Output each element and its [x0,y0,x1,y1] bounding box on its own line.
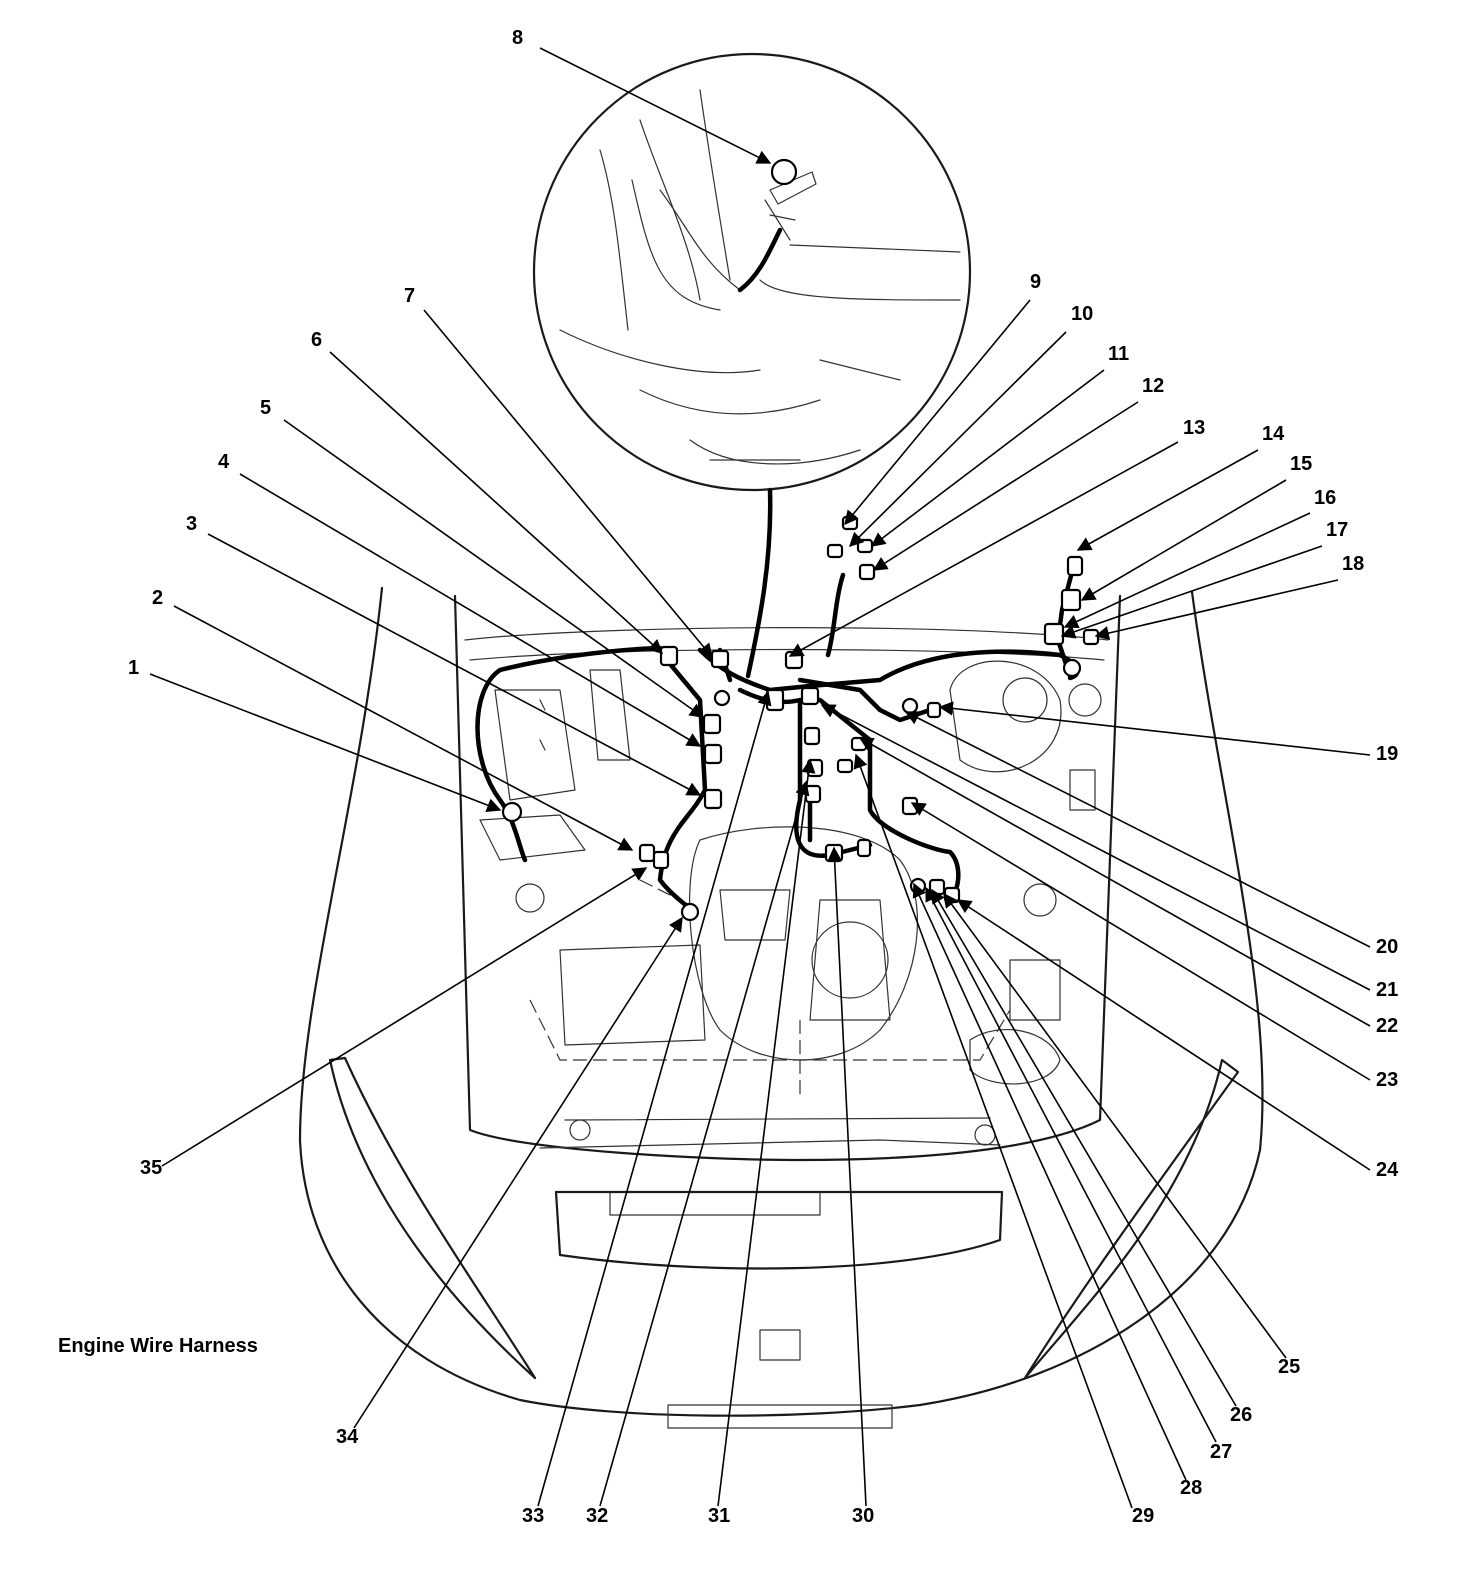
callout-label-13: 13 [1183,417,1205,439]
callout-label-19: 19 [1376,743,1398,765]
diagram-caption: Engine Wire Harness [58,1335,258,1357]
callout-label-2: 2 [152,587,163,609]
callout-leaders [149,47,1371,1509]
leader-line-25 [943,892,1287,1359]
leader-line-24 [956,899,1371,1171]
leader-line-32 [599,780,810,1507]
leader-line-5 [283,419,705,718]
leader-line-23 [910,802,1371,1081]
callout-label-17: 17 [1326,519,1348,541]
callout-label-35: 35 [140,1157,162,1179]
detail-inset [532,52,972,679]
leader-line-9 [844,299,1031,526]
leader-line-1 [149,673,502,813]
callout-label-30: 30 [852,1505,874,1527]
callout-label-31: 31 [708,1505,730,1527]
leader-line-15 [1080,479,1287,601]
leader-line-19 [938,701,1371,756]
callout-label-4: 4 [218,451,230,473]
callout-label-20: 20 [1376,936,1398,958]
callout-label-27: 27 [1210,1441,1232,1463]
callout-label-22: 22 [1376,1015,1398,1037]
leader-line-30 [827,846,867,1507]
callout-label-10: 10 [1071,303,1093,325]
leader-line-6 [329,351,664,654]
callout-label-5: 5 [260,397,271,419]
leader-line-4 [239,473,702,747]
callout-label-24: 24 [1376,1159,1399,1181]
callout-label-9: 9 [1030,271,1041,293]
leader-line-35 [161,867,648,1167]
leader-line-21 [820,704,1371,991]
callout-label-8: 8 [512,27,523,49]
callout-label-25: 25 [1278,1356,1300,1378]
vehicle-body-outline [298,586,1264,1429]
leader-line-27 [925,886,1217,1443]
callout-label-3: 3 [186,513,197,535]
leader-line-17 [1060,545,1323,639]
callout-label-33: 33 [522,1505,544,1527]
leader-line-16 [1063,512,1311,629]
leader-line-18 [1094,579,1339,641]
callout-label-32: 32 [586,1505,608,1527]
callout-label-28: 28 [1180,1477,1202,1499]
callout-label-11: 11 [1108,343,1129,365]
leader-line-3 [207,533,702,796]
leader-line-10 [848,331,1067,548]
leader-line-2 [173,605,634,851]
leader-line-12 [872,401,1139,571]
leader-line-22 [858,737,1371,1027]
callout-label-23: 23 [1376,1069,1398,1091]
leader-line-11 [870,369,1105,547]
callout-label-14: 14 [1262,423,1285,445]
callout-label-21: 21 [1376,979,1398,1001]
callout-label-6: 6 [311,329,322,351]
callout-label-34: 34 [336,1426,359,1448]
engine-bay-detail [479,660,1102,1146]
leader-line-26 [931,888,1237,1407]
callout-label-12: 12 [1142,375,1164,397]
callout-label-15: 15 [1290,453,1312,475]
leader-line-33 [537,690,772,1507]
leader-line-28 [912,882,1187,1481]
leader-line-8 [539,47,772,164]
callout-label-1: 1 [128,657,139,679]
leader-line-13 [788,441,1179,657]
callout-label-18: 18 [1342,553,1364,575]
leader-line-31 [717,758,816,1507]
leader-line-14 [1076,449,1259,551]
leader-line-29 [853,753,1133,1509]
leader-line-7 [423,309,713,659]
leader-line-34 [353,916,683,1429]
callout-label-26: 26 [1230,1404,1252,1426]
callout-label-16: 16 [1314,487,1336,509]
callout-label-29: 29 [1132,1505,1154,1527]
leader-line-20 [904,711,1371,948]
callout-label-7: 7 [404,285,415,307]
